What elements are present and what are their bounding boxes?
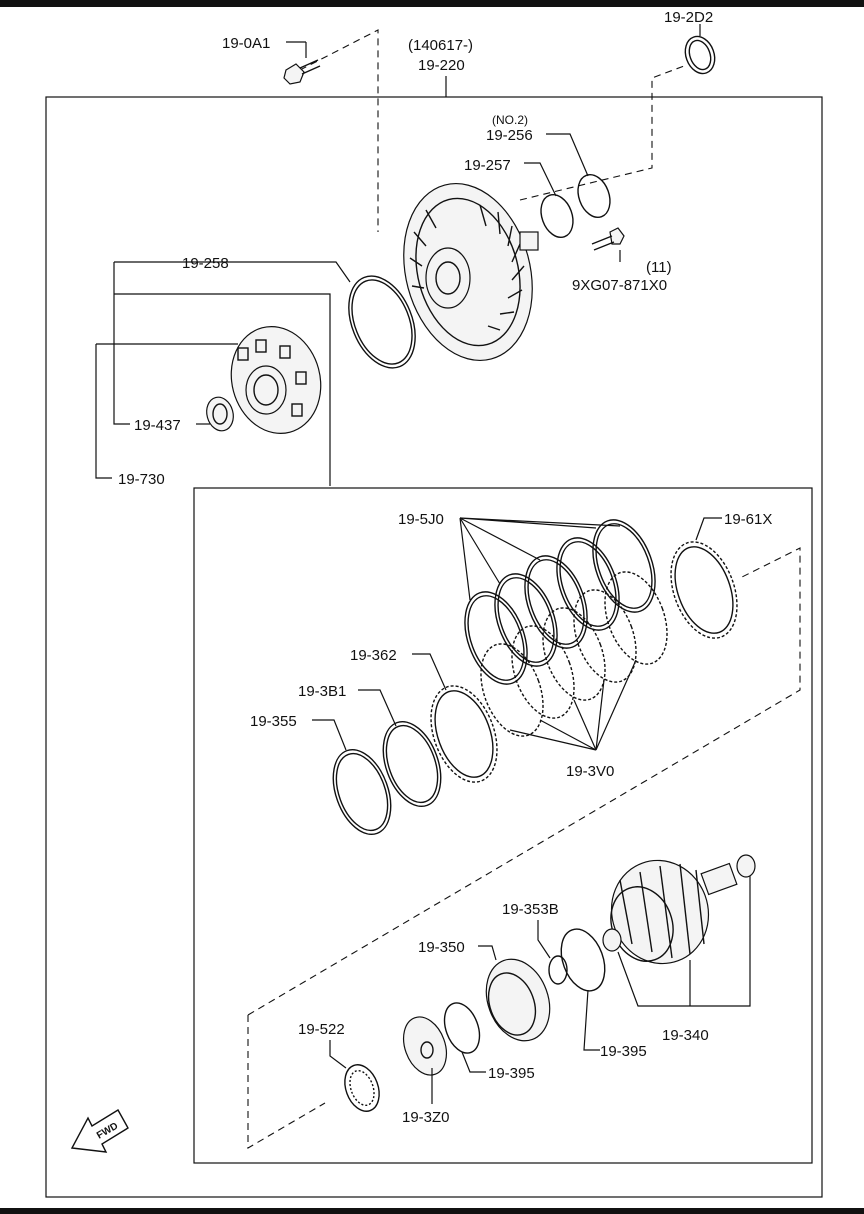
label-19-355: 19-355 [250,713,297,730]
plate-19-362 [430,685,498,783]
label-19-350: 19-350 [418,939,465,956]
leader-lines [95,24,751,1104]
label-19-395-upper: 19-395 [600,1043,647,1060]
label-19-257: 19-257 [464,157,511,174]
thrust-washer-19-395a [443,1002,481,1054]
inner-frame [193,487,813,1164]
seal-ring-19-257 [540,193,574,239]
fwd-text: FWD [95,1121,120,1142]
piston-19-350 [485,958,551,1042]
snap-ring-19-3B1 [382,721,442,807]
label-19-362: 19-362 [350,647,397,664]
outer-frame [45,96,823,1198]
label-19-3Z0: 19-3Z0 [402,1109,450,1126]
thrust-washer-19-395b [560,928,606,992]
disc-19-61X [670,541,738,639]
label-19-437: 19-437 [134,417,181,434]
label-19-5J0: 19-5J0 [398,511,444,528]
snap-ring-19-355 [332,749,392,835]
label-19-3V0: 19-3V0 [566,763,614,780]
label-19-2D2: 19-2D2 [664,9,713,26]
label-19-256: 19-256 [486,127,533,144]
label-19-522: 19-522 [298,1021,345,1038]
oring-19-2D2 [684,35,716,75]
bottom-border-bar [0,1208,864,1214]
label-19-220-date: (140617-) [408,37,473,54]
label-19-353B: 19-353B [502,901,559,918]
label-19-0A1: 19-0A1 [222,35,270,52]
label-19-3B1: 19-3B1 [298,683,346,700]
oil-pump-assembly [403,182,539,362]
clutch-discs-19-3V0 [480,571,668,737]
clutch-drum-19-340 [610,859,738,965]
bolt-19-0A1 [283,59,321,85]
top-border-bar [0,0,864,7]
clutch-plates-19-5J0 [464,519,656,685]
label-9XG07-871X0: 9XG07-871X0 [572,277,667,294]
label-19-395-lower: 19-395 [488,1065,535,1082]
label-19-258: 19-258 [182,255,229,272]
bolt-9XG07 [591,227,625,251]
bushing-19-340b [602,928,622,952]
oil-seal-19-437 [206,396,234,432]
label-19-256-note: (NO.2) [492,113,528,127]
seal-ring-19-258 [348,275,416,369]
ring-19-353B [548,955,568,985]
dashed-outline-clutch [247,547,801,1149]
label-19-340: 19-340 [662,1027,709,1044]
bushing-19-340a [736,854,756,878]
dashed-outline-pump [299,29,685,232]
seal-ring-19-256 [577,173,611,219]
fwd-arrow-icon: FWD [70,1109,129,1153]
label-19-730: 19-730 [118,471,165,488]
label-19-61X: 19-61X [724,511,772,528]
bearing-19-522 [344,1064,380,1112]
pump-cover-19-730 [230,326,322,434]
washer-19-3Z0 [402,1016,448,1076]
label-bolt-qty: (11) [646,259,672,276]
label-19-220: 19-220 [418,57,465,74]
